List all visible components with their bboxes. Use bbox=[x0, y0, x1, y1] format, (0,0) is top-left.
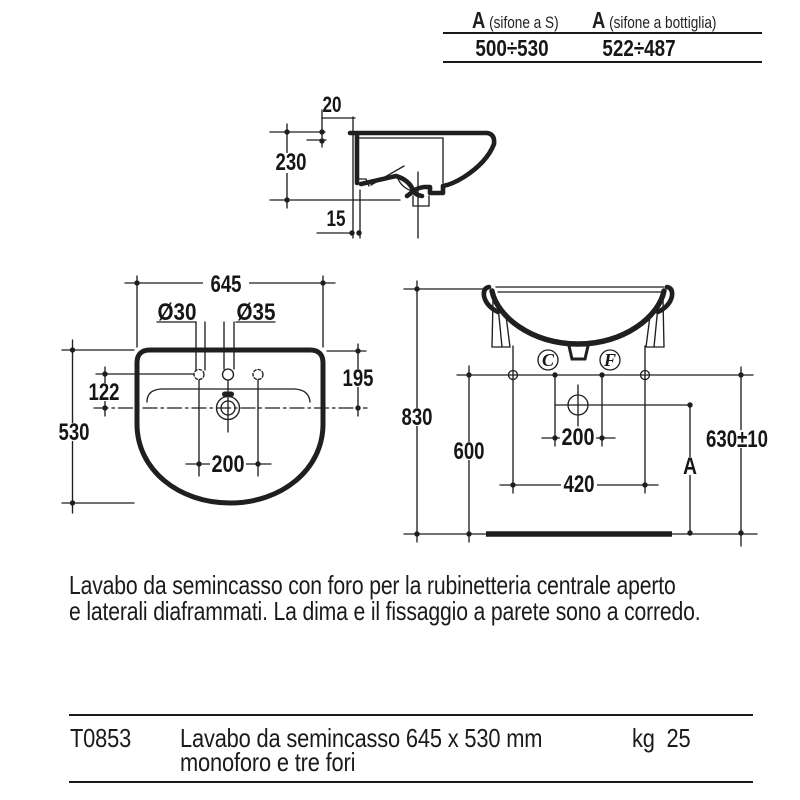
center-faucet-hole bbox=[221, 368, 235, 381]
siphon-symbol: A bbox=[592, 7, 606, 33]
drain-outlet bbox=[567, 344, 590, 361]
right-faucet-hole bbox=[252, 368, 264, 381]
description-line-2: e laterali diaframmati. La dima e il fis… bbox=[69, 596, 701, 626]
basin-section-outline bbox=[347, 130, 497, 199]
siphon-label: (sifone a bottiglia) bbox=[609, 13, 717, 32]
basin-plan-outline bbox=[134, 347, 326, 506]
callout-c-label: C bbox=[542, 350, 555, 370]
product-weight-cell: kg 25 bbox=[632, 725, 702, 752]
drain-pipe-stub bbox=[412, 195, 430, 207]
label-mask bbox=[561, 475, 597, 493]
dim-side-depth: 230 bbox=[276, 149, 307, 176]
weight-label: kg bbox=[632, 723, 655, 753]
dim-side-rim-height: 20 bbox=[323, 92, 342, 117]
product-description-line-1: Lavabo da semincasso 645 x 530 mm bbox=[180, 723, 543, 753]
label-mask bbox=[203, 275, 249, 292]
product-description-cell: Lavabo da semincasso 645 x 530 mm monofo… bbox=[180, 725, 611, 777]
label-mask bbox=[273, 153, 309, 173]
callout-f-circle bbox=[599, 349, 621, 371]
rule bbox=[69, 781, 753, 783]
fixing-hole-marker bbox=[639, 369, 651, 381]
product-description-line-2: monoforo e tre fori bbox=[180, 746, 356, 777]
front-plan-view: 645 Ø30 Ø35 122 195 530 200 bbox=[56, 271, 375, 514]
rule bbox=[443, 32, 762, 34]
label-mask bbox=[682, 457, 698, 475]
dim-total-depth: 530 bbox=[59, 419, 90, 446]
description: Lavabo da semincasso con foro per la rub… bbox=[69, 572, 701, 624]
product-code: T0853 bbox=[70, 723, 132, 753]
callout-c-circle bbox=[537, 349, 559, 371]
fixing-hole-marker bbox=[507, 369, 519, 381]
dim-left-hole-diameter: Ø30 bbox=[158, 299, 197, 326]
callout-f-label: F bbox=[603, 350, 616, 370]
product-code-cell: T0853 bbox=[70, 723, 143, 753]
dim-fixing-spacing: 420 bbox=[564, 471, 595, 498]
dim-hole-offset: 122 bbox=[89, 379, 120, 406]
dim-total-height: 830 bbox=[402, 404, 433, 431]
dim-height-tolerance: 630±10 bbox=[706, 426, 768, 453]
siphon-label: (sifone a S) bbox=[489, 13, 559, 32]
siphon-table-header-1: A (sifone a S) bbox=[472, 7, 580, 34]
elevation-view: C F 830 600 200 420 630±10 A bbox=[400, 280, 770, 547]
label-mask bbox=[400, 408, 434, 426]
dim-drain-height: 600 bbox=[454, 438, 485, 465]
siphon-table-header-2: A (sifone a bottiglia) bbox=[592, 7, 748, 34]
left-faucet-hole bbox=[193, 368, 205, 381]
overflow-slot bbox=[222, 391, 234, 397]
label-mask bbox=[87, 383, 121, 401]
siphon-symbol: A bbox=[472, 7, 486, 33]
dim-front-width: 645 bbox=[211, 271, 242, 298]
label-mask bbox=[705, 430, 770, 448]
description-line-1: Lavabo da semincasso con foro per la rub… bbox=[69, 570, 676, 600]
label-mask bbox=[210, 456, 246, 473]
dim-center-hole-diameter: Ø35 bbox=[237, 299, 276, 326]
label-mask bbox=[56, 423, 92, 441]
siphon-value-2: 522÷487 bbox=[602, 35, 676, 61]
basin-bowl-outline bbox=[489, 288, 667, 347]
dim-wall-hole-spacing: 200 bbox=[562, 424, 595, 451]
dim-siphon-a: A bbox=[683, 453, 697, 480]
label-mask bbox=[452, 442, 486, 460]
label-mask bbox=[341, 369, 375, 387]
dim-hole-spacing: 200 bbox=[212, 451, 245, 478]
siphon-value-1: 500÷530 bbox=[475, 35, 549, 61]
side-section-view: 20 230 15 bbox=[269, 92, 497, 239]
dim-rim-to-axis: 195 bbox=[343, 365, 374, 392]
weight-value: 25 bbox=[666, 723, 691, 753]
dim-side-wall-gap: 15 bbox=[327, 206, 346, 231]
label-mask bbox=[560, 429, 596, 446]
rule bbox=[443, 61, 762, 63]
rule bbox=[69, 714, 753, 716]
